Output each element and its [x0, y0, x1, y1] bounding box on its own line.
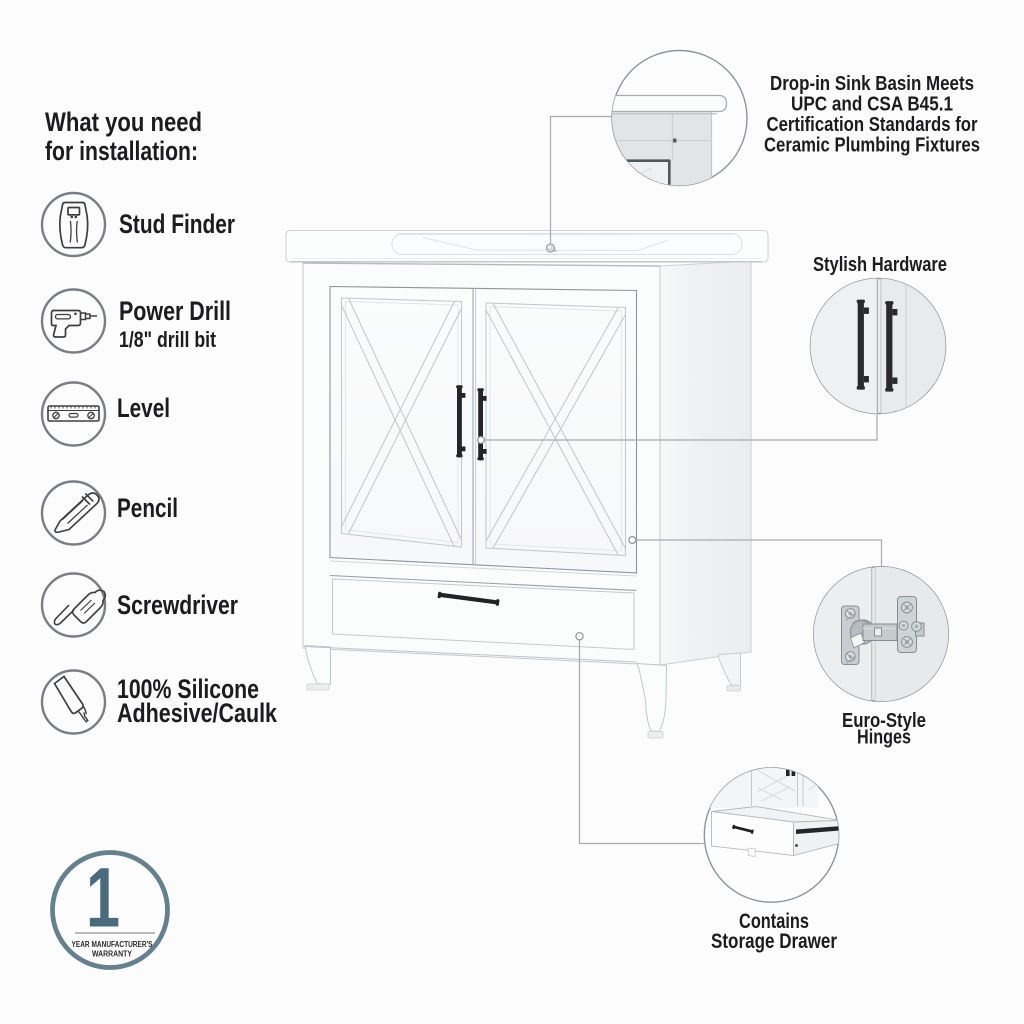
svg-text:Storage Drawer: Storage Drawer	[711, 930, 837, 953]
svg-text:Hinges: Hinges	[857, 727, 911, 749]
svg-text:Power Drill: Power Drill	[119, 296, 231, 326]
svg-text:Stylish Hardware: Stylish Hardware	[813, 254, 947, 276]
svg-text:Level: Level	[117, 393, 170, 423]
svg-text:Adhesive/Caulk: Adhesive/Caulk	[117, 698, 278, 728]
svg-text:Drop-in Sink Basin Meets: Drop-in Sink Basin Meets	[770, 73, 974, 95]
svg-text:Stud Finder: Stud Finder	[119, 209, 235, 239]
svg-text:Ceramic Plumbing Fixtures: Ceramic Plumbing Fixtures	[764, 135, 980, 157]
svg-text:Pencil: Pencil	[117, 493, 178, 523]
svg-text:What you need: What you need	[45, 107, 202, 137]
svg-text:1: 1	[86, 851, 120, 945]
svg-text:UPC and CSA B45.1: UPC and CSA B45.1	[791, 94, 953, 116]
svg-text:1/8" drill bit: 1/8" drill bit	[119, 327, 217, 352]
svg-text:WARRANTY: WARRANTY	[92, 949, 132, 959]
svg-text:Certification Standards for: Certification Standards for	[767, 114, 978, 136]
svg-text:Contains: Contains	[739, 910, 809, 933]
svg-text:for installation:: for installation:	[45, 136, 198, 166]
svg-text:Euro-Style: Euro-Style	[842, 710, 926, 732]
svg-text:Screwdriver: Screwdriver	[117, 590, 238, 620]
svg-text:100% Silicone: 100% Silicone	[117, 674, 259, 704]
svg-text:YEAR MANUFACTURER'S: YEAR MANUFACTURER'S	[72, 939, 153, 949]
